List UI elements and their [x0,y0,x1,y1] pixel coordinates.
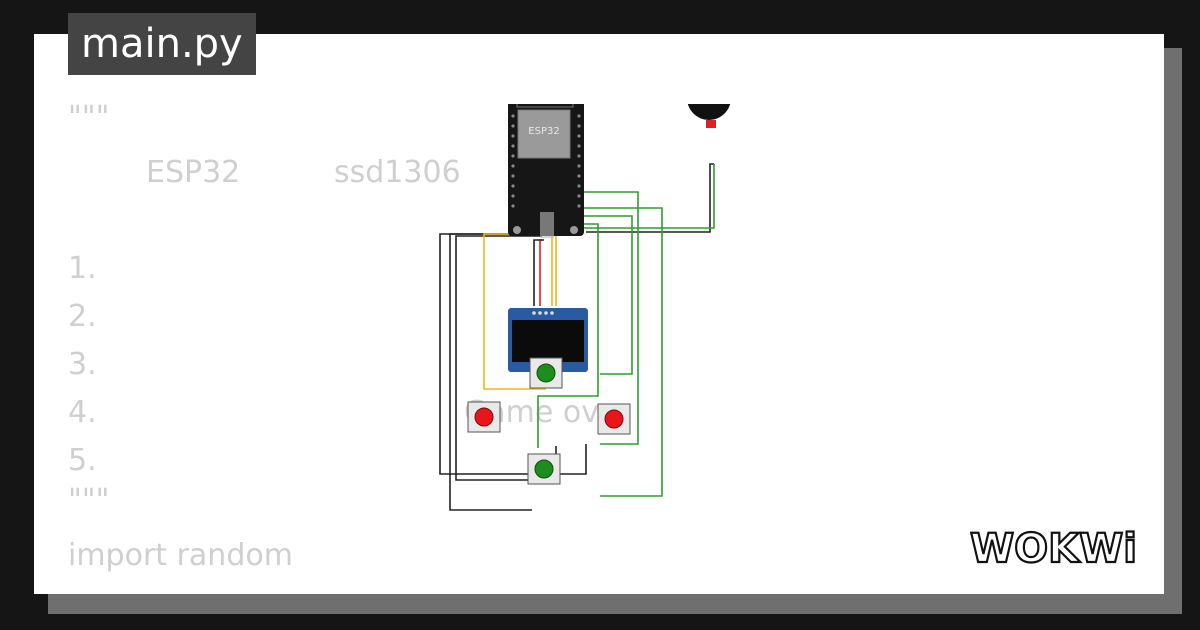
code-step-5: 5. [68,443,97,478]
esp32-chip-label: ESP32 [528,126,559,137]
code-step-3: 3. [68,347,97,382]
code-import-line: import random [68,538,293,573]
wire-black [533,239,544,306]
docstring-close: """ [68,483,110,518]
wire-black [586,163,714,233]
wire-red [539,239,542,306]
ssd1306-oled [508,308,588,372]
wire-green [582,215,633,375]
code-step-4: 4. [68,395,97,430]
code-step-1: 1. [68,251,97,286]
code-display-name: ssd1306 [334,155,461,190]
file-tab[interactable]: main.py [68,13,256,75]
pushbutton-red-right [597,403,631,435]
pushbutton-red-left [467,401,501,433]
esp32-board: ESP32 [508,104,584,238]
docstring-open: """ [68,100,110,135]
buzzer [687,104,731,128]
code-board-name: ESP32 [146,155,241,190]
preview-card: """ ESP32 ssd1306 1. 2. 3. 4. Game over … [34,34,1164,594]
wire-green [582,191,639,445]
pushbutton-green-top [529,357,563,389]
esp32-pins [511,114,581,208]
wire-green [537,223,599,448]
circuit-diagram: ESP32 [439,104,731,511]
wokwi-logo: WOKWi [969,522,1146,576]
code-step-2: 2. [68,299,97,334]
wokwi-logo-text: WOKWi [970,526,1137,572]
wire-green [582,164,715,229]
pushbutton-green-bottom [527,453,561,485]
wire-green [582,207,663,497]
file-tab-label: main.py [81,21,243,67]
